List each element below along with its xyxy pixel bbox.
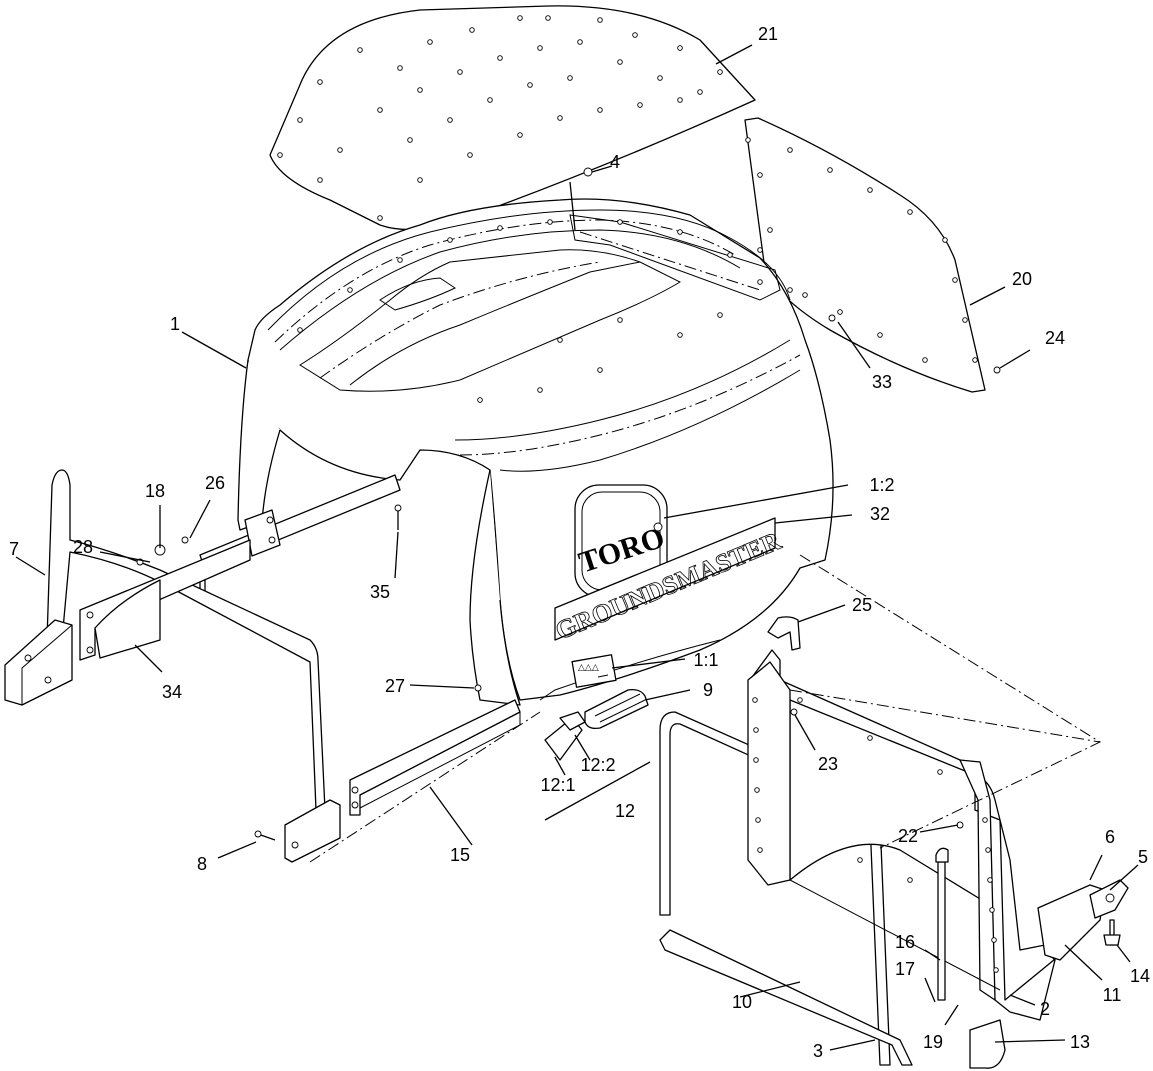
callout-20: 20 [1012, 269, 1032, 289]
bracket-8 [254, 799, 341, 863]
top-panel-21 [269, 5, 756, 231]
clip-25 [767, 616, 801, 651]
callout-5: 5 [1138, 847, 1148, 867]
callout-35: 35 [370, 582, 390, 602]
callout-12-2: 12:2 [580, 755, 615, 775]
callout-3: 3 [813, 1041, 823, 1061]
callout-4: 4 [610, 152, 620, 172]
callout-10: 10 [732, 992, 752, 1012]
callout-7: 7 [9, 539, 19, 559]
handle-9 [584, 688, 649, 730]
callout-28: 28 [73, 537, 93, 557]
callout-15: 15 [450, 845, 470, 865]
svg-text:△△△: △△△ [578, 663, 599, 673]
callout-24: 24 [1045, 328, 1065, 348]
callout-12-1: 12:1 [540, 775, 575, 795]
callout-16: 16 [895, 932, 915, 952]
rear-panel-20 [744, 117, 986, 393]
bumper-13 [969, 1019, 1006, 1069]
callout-8: 8 [197, 854, 207, 874]
rod-16 [935, 847, 949, 1001]
callout-13: 13 [1070, 1032, 1090, 1052]
callout-22: 22 [898, 826, 918, 846]
callout-33: 33 [872, 372, 892, 392]
callout-34: 34 [162, 682, 182, 702]
callout-23: 23 [818, 754, 838, 774]
callout-18: 18 [145, 481, 165, 501]
callout-12: 12 [615, 801, 635, 821]
lower-rail-15 [349, 699, 521, 816]
callout-32: 32 [870, 504, 890, 524]
bracket-11 [1037, 879, 1129, 961]
callout-1-2: 1:2 [869, 475, 894, 495]
callout-19: 19 [923, 1032, 943, 1052]
frame-2 [747, 649, 1061, 1021]
latch-12 [544, 711, 586, 761]
callout-27: 27 [385, 676, 405, 696]
callout-21: 21 [758, 24, 778, 44]
bracket-34 [79, 539, 251, 661]
hood-1 [237, 198, 834, 706]
callout-1: 1 [170, 314, 180, 334]
callout-26: 26 [205, 473, 225, 493]
callout-17: 17 [895, 959, 915, 979]
callout-11: 11 [1103, 985, 1122, 1005]
callout-9: 9 [703, 680, 713, 700]
phantom-outline [309, 554, 1102, 863]
leader-lines [15, 44, 1139, 1051]
callout-6: 6 [1105, 827, 1115, 847]
callout-1-1: 1:1 [693, 650, 718, 670]
callout-14: 14 [1130, 966, 1150, 986]
left-box-bracket [4, 619, 73, 706]
seal-10 [659, 711, 913, 1066]
callout-25: 25 [852, 595, 872, 615]
warning-decal: △△△ [571, 654, 617, 688]
callout-2: 2 [1040, 999, 1050, 1019]
